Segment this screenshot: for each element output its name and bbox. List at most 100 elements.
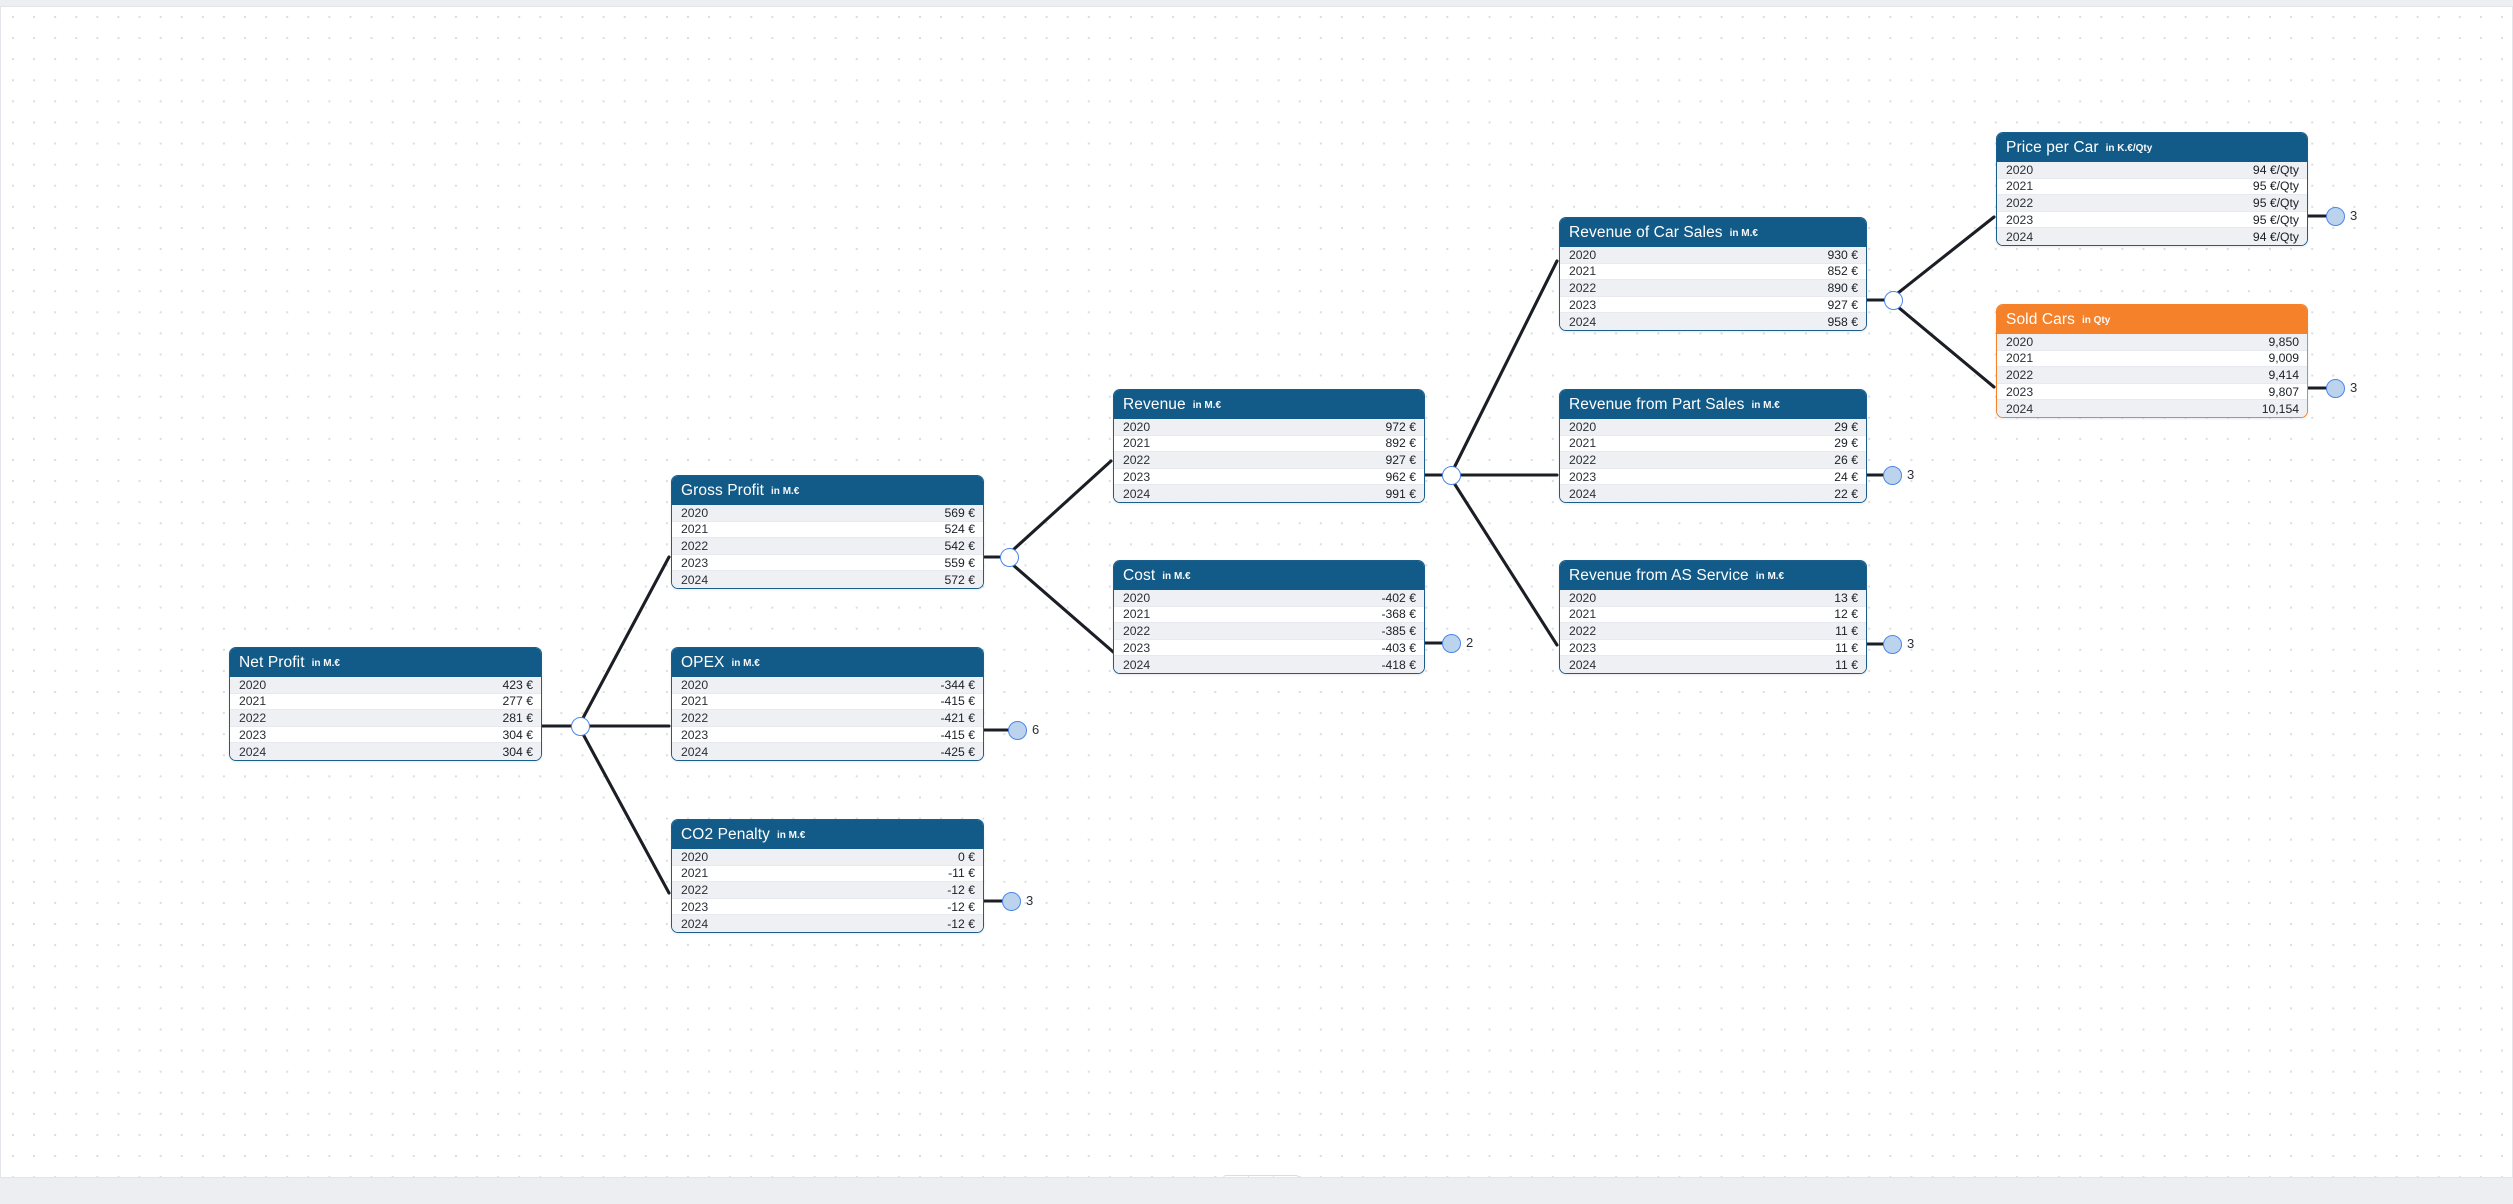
row-year: 2022 [1569, 452, 1597, 467]
collapsed-count-price-per-car: 3 [2350, 208, 2358, 223]
row-year: 2021 [1569, 607, 1597, 622]
card-title: Cost [1123, 566, 1156, 584]
row-value: -12 € [947, 882, 975, 897]
row-value: 95 €/Qty [2252, 179, 2299, 194]
row-value: 95 €/Qty [2252, 212, 2299, 227]
card-title: Revenue [1123, 395, 1186, 413]
table-row: 2024-425 € [672, 743, 983, 760]
row-value: -415 € [940, 694, 975, 709]
row-year: 2022 [2006, 195, 2034, 210]
card-opex[interactable]: OPEX in M.€ 2020-344 € 2021-415 € 2022-4… [671, 647, 984, 761]
row-year: 2021 [1123, 436, 1151, 451]
row-value: 9,009 [2268, 351, 2300, 366]
edge-junction-carsales [1452, 259, 1559, 470]
collapsed-count-as-service: 3 [1907, 636, 1915, 651]
collapsed-node-sold-cars[interactable] [2326, 379, 2345, 398]
row-value: 972 € [1385, 419, 1417, 434]
row-year: 2024 [1569, 314, 1597, 329]
row-value: 852 € [1827, 264, 1859, 279]
table-row: 2020-402 € [1114, 590, 1424, 607]
row-value: 95 €/Qty [2252, 195, 2299, 210]
row-year: 2024 [2006, 401, 2034, 416]
row-year: 2021 [681, 866, 709, 881]
row-value: -421 € [940, 710, 975, 725]
table-row: 2022-385 € [1114, 623, 1424, 640]
row-value: 569 € [944, 505, 976, 520]
row-value: 927 € [1385, 452, 1417, 467]
row-year: 2024 [2006, 229, 2034, 244]
row-year: 2021 [239, 694, 267, 709]
table-row: 2024-418 € [1114, 656, 1424, 673]
collapsed-node-as-service[interactable] [1883, 635, 1902, 654]
row-value: -12 € [947, 899, 975, 914]
junction-node-revenue[interactable] [1442, 466, 1461, 485]
row-value: -425 € [940, 744, 975, 759]
card-cost[interactable]: Cost in M.€ 2020-402 € 2021-368 € 2022-3… [1113, 560, 1425, 674]
row-value: 958 € [1827, 314, 1859, 329]
junction-node-net-profit[interactable] [571, 717, 590, 736]
row-value: 24 € [1834, 469, 1858, 484]
row-value: -344 € [940, 677, 975, 692]
table-row: 2021 29 € [1560, 435, 1866, 453]
row-value: 26 € [1834, 452, 1858, 467]
row-value: 29 € [1834, 419, 1858, 434]
row-year: 2024 [1569, 657, 1597, 672]
card-title: Gross Profit [681, 481, 765, 499]
row-value: 423 € [502, 677, 534, 692]
table-row: 2022 26 € [1560, 452, 1866, 469]
row-value: -11 € [948, 866, 975, 881]
row-year: 2021 [1569, 436, 1597, 451]
row-value: -402 € [1381, 590, 1416, 605]
collapsed-node-part-sales[interactable] [1883, 466, 1902, 485]
card-header: Revenue from AS Service in M.€ [1560, 561, 1866, 590]
zoom-in-button[interactable] [1223, 1175, 1249, 1177]
row-value: 304 € [502, 727, 534, 742]
collapsed-node-price-per-car[interactable] [2326, 207, 2345, 226]
zoom-out-button[interactable] [1248, 1175, 1274, 1177]
row-year: 2023 [1123, 469, 1151, 484]
collapsed-node-opex[interactable] [1008, 721, 1027, 740]
row-year: 2020 [681, 505, 709, 520]
junction-node-gross-profit[interactable] [1000, 548, 1019, 567]
row-year: 2021 [2006, 351, 2034, 366]
junction-node-car-sales[interactable] [1884, 291, 1903, 310]
collapsed-node-cost[interactable] [1442, 634, 1461, 653]
fit-to-screen-button[interactable] [1273, 1175, 1299, 1177]
edge-junction-cost [1011, 563, 1121, 659]
row-value: -403 € [1381, 640, 1416, 655]
table-row: 2023-415 € [672, 726, 983, 744]
row-year: 2023 [1569, 640, 1597, 655]
row-year: 2022 [681, 710, 709, 725]
row-year: 2022 [1569, 623, 1597, 638]
collapsed-node-co2-penalty[interactable] [1002, 892, 1021, 911]
card-header: OPEX in M.€ [672, 648, 983, 677]
table-row: 2021 892 € [1114, 435, 1424, 453]
card-unit: in M.€ [311, 658, 340, 669]
row-year: 2023 [1123, 640, 1151, 655]
row-value: 892 € [1385, 436, 1417, 451]
table-row: 2021-368 € [1114, 606, 1424, 624]
row-value: 29 € [1834, 436, 1858, 451]
card-title: Price per Car [2006, 138, 2099, 156]
